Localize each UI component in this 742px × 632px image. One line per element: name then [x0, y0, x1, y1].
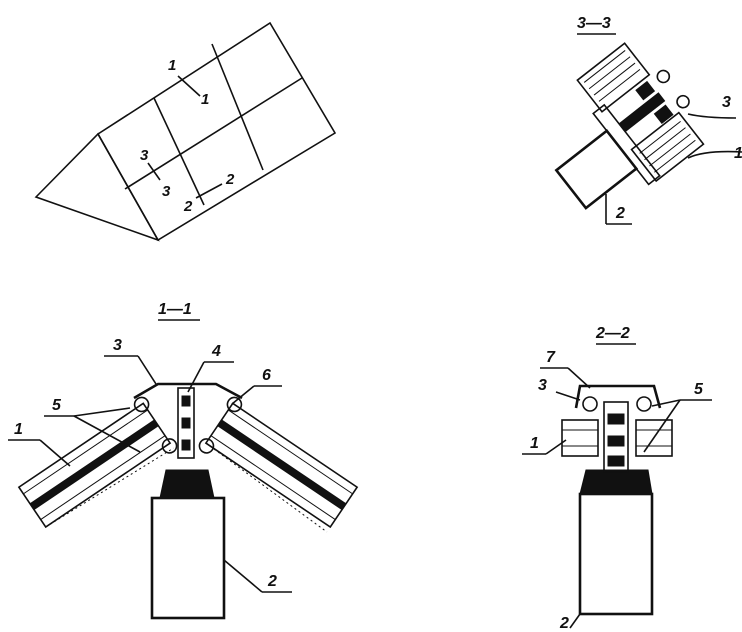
- bolt-assembly: [177, 387, 195, 459]
- bolt: [618, 92, 666, 133]
- grid-line-diagonal: [153, 97, 205, 206]
- label-6: 6: [262, 367, 271, 384]
- label-3: 3: [722, 94, 731, 111]
- leader-3: [137, 355, 157, 385]
- cut-label-2b: 2: [225, 171, 235, 188]
- label-2: 2: [267, 573, 277, 590]
- section-1-1: 1—1 3: [8, 301, 359, 620]
- label-1: 1: [530, 435, 539, 452]
- rafter-profile: [578, 492, 654, 616]
- gasket-right: [636, 396, 652, 412]
- section-3-3: 3—3 3 1 2: [554, 15, 742, 225]
- cut-label-1b: 1: [201, 91, 209, 108]
- leader-2: [569, 613, 581, 629]
- gasket: [653, 104, 674, 125]
- label-3: 3: [113, 337, 122, 354]
- section-title-3-3: 3—3: [577, 15, 611, 32]
- leader-5b: [73, 415, 141, 453]
- rafter-profile: [150, 496, 226, 620]
- bolt-assembly: [603, 401, 629, 473]
- cover-cap: [574, 384, 662, 409]
- leader-5b: [643, 399, 681, 453]
- cut-label-1a: 1: [168, 57, 176, 74]
- base-plate: [579, 469, 653, 495]
- leader-6: [231, 385, 255, 405]
- label-2: 2: [615, 205, 625, 222]
- cut-label-3b: 3: [162, 183, 171, 200]
- gasket: [635, 80, 656, 101]
- grid-line-horizontal: [124, 77, 303, 190]
- cut-label-3a: 3: [140, 147, 149, 164]
- leader-7: [567, 367, 591, 389]
- leader-1: [39, 439, 71, 467]
- gasket-left-upper: [133, 396, 150, 413]
- gasket-left-lower: [161, 438, 178, 454]
- leader-1: [687, 150, 742, 159]
- cut-line-3-3: [147, 162, 161, 181]
- gasket-right-lower: [198, 438, 215, 454]
- section-title-2-2: 2—2: [595, 325, 630, 342]
- gasket-left: [582, 396, 598, 412]
- section-title-1-1: 1—1: [158, 301, 192, 318]
- label-5: 5: [52, 397, 62, 414]
- leader-1: [545, 439, 567, 455]
- leader-5a: [73, 407, 131, 417]
- label-3: 3: [538, 377, 547, 394]
- grid-line-diagonal: [211, 43, 264, 171]
- glazing-lower: [630, 111, 705, 183]
- leader-3: [687, 113, 737, 119]
- label-1: 1: [734, 145, 742, 162]
- cover-cap: [133, 382, 243, 400]
- glazing-left: [561, 419, 599, 457]
- cut-label-2a: 2: [183, 198, 193, 215]
- glazing-upper: [576, 42, 651, 113]
- base-plate: [159, 469, 215, 499]
- label-7: 7: [546, 349, 556, 366]
- section-2-2: 2—2 7 3 5 1 2: [522, 325, 712, 632]
- leader-3: [555, 391, 581, 401]
- label-5: 5: [694, 381, 704, 398]
- label-4: 4: [211, 343, 221, 360]
- cut-line-1-1: [177, 75, 201, 97]
- glazing-right: [635, 419, 673, 457]
- label-1: 1: [14, 421, 23, 438]
- cut-line-2-2: [195, 183, 223, 199]
- roof-slope: [96, 21, 337, 242]
- mullion-profile: [554, 128, 639, 210]
- leader-5a: [651, 399, 681, 407]
- leader-4: [187, 361, 205, 393]
- label-2: 2: [559, 615, 569, 632]
- skylight-overview: 1 1 3 3 2 2: [34, 21, 337, 242]
